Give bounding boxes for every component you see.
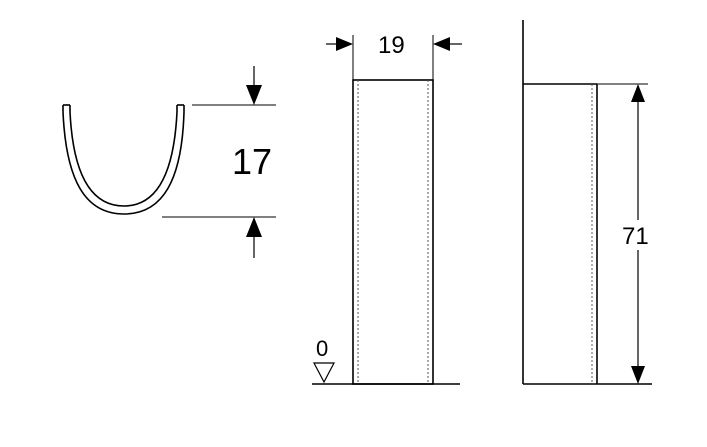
width-arrow-left-head <box>336 37 353 51</box>
front-view: 19 0 <box>312 32 462 385</box>
width-arrow-right-head <box>433 37 450 51</box>
side-view: 71 <box>522 20 654 385</box>
u-profile-outer <box>62 105 185 215</box>
level-marker-label: 0 <box>316 336 328 361</box>
dimension-height-front: 17 <box>232 141 272 182</box>
dim-arrow-bottom-head <box>246 217 262 237</box>
front-view-body <box>352 79 434 385</box>
height-arrow-bottom-head <box>631 366 645 384</box>
dimension-width-side: 19 <box>378 32 405 59</box>
level-marker-triangle <box>313 362 335 384</box>
height-label-background <box>622 220 654 250</box>
dim-arrow-top-head <box>246 85 262 105</box>
u-profile-inner <box>69 105 178 207</box>
height-arrow-top-head <box>631 84 645 102</box>
u-profile-view: 17 <box>62 66 276 258</box>
dimension-height-side: 71 <box>622 223 649 250</box>
